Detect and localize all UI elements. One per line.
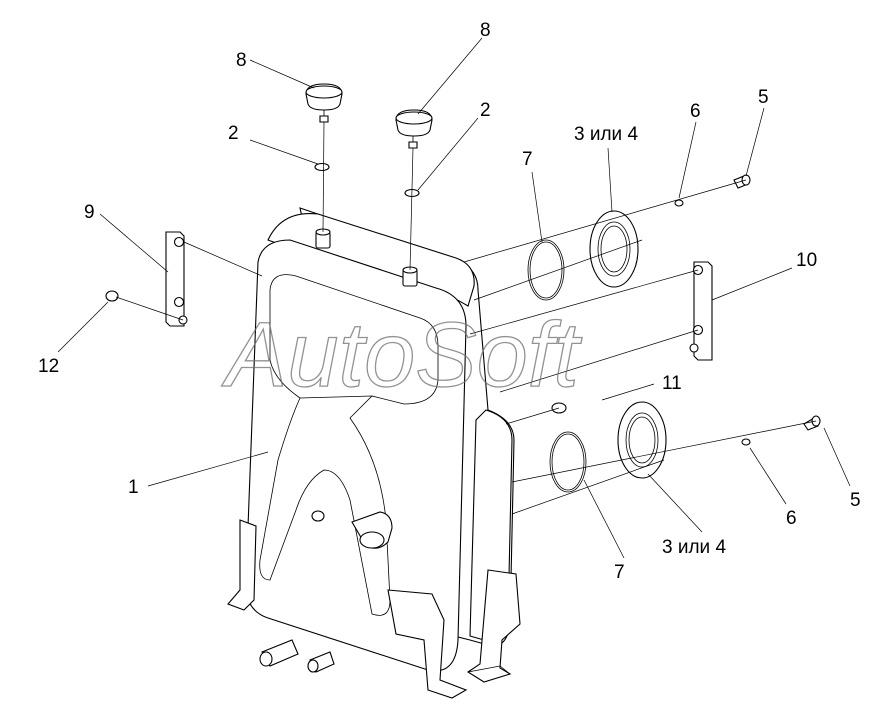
callout-leaders <box>57 37 851 559</box>
gasket-upper <box>527 239 565 301</box>
callout-8-left: 8 <box>236 50 247 71</box>
filler-cap-right <box>395 109 433 149</box>
fuel-tank <box>227 207 521 699</box>
seal-left <box>314 162 330 172</box>
callout-11: 11 <box>662 373 682 394</box>
callout-2-right: 2 <box>480 100 491 121</box>
gasket-lower <box>549 431 587 493</box>
callout-3-or-4-lower: 3 или 4 <box>662 537 726 558</box>
callout-5-upper: 5 <box>758 87 769 108</box>
sender-flange-lower <box>617 401 667 479</box>
sender-flange-upper <box>589 210 639 288</box>
bracket-left <box>165 231 188 327</box>
callout-7-lower: 7 <box>614 562 625 583</box>
callout-6-upper: 6 <box>690 101 701 122</box>
callout-9: 9 <box>84 202 95 223</box>
callout-7-upper: 7 <box>522 149 533 170</box>
bracket-right <box>689 261 713 361</box>
assembly-lines <box>115 121 817 515</box>
filler-cap-left <box>305 83 343 123</box>
washer-lower <box>741 438 751 446</box>
washer-upper <box>674 199 684 207</box>
callout-labels: 1 2 2 3 или 4 3 или 4 5 5 6 6 7 7 8 8 9 … <box>38 20 861 583</box>
callout-2-left: 2 <box>228 123 239 144</box>
watermark: AutoSoft <box>221 304 582 406</box>
callout-5-lower: 5 <box>850 490 861 511</box>
callout-8-right: 8 <box>480 20 491 41</box>
callout-1: 1 <box>128 477 139 498</box>
callout-10: 10 <box>796 250 817 271</box>
callout-6-lower: 6 <box>786 508 797 529</box>
bolt-12 <box>105 290 119 302</box>
callout-3-or-4-upper: 3 или 4 <box>574 124 638 145</box>
callout-12: 12 <box>38 356 59 377</box>
